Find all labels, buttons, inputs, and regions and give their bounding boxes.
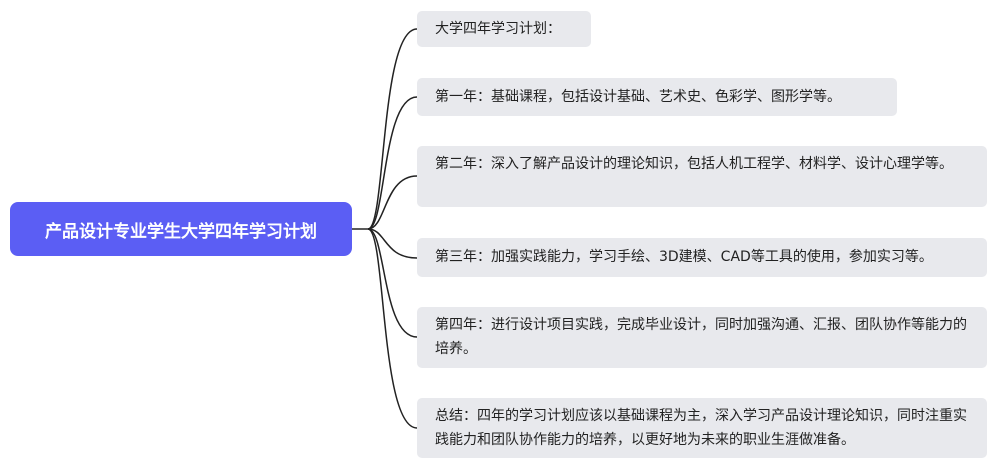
topic-year-3[interactable]: 第三年：加强实践能力，学习手绘、3D建模、CAD等工具的使用，参加实习等。 (417, 238, 987, 277)
topic-plan-intro[interactable]: 大学四年学习计划： (417, 11, 591, 47)
topic-label: 第三年：加强实践能力，学习手绘、3D建模、CAD等工具的使用，参加实习等。 (435, 249, 933, 265)
topic-label: 总结：四年的学习计划应该以基础课程为主，深入学习产品设计理论知识，同时注重实践能… (435, 408, 967, 448)
connector-3 (367, 175, 418, 230)
topic-year-4[interactable]: 第四年：进行设计项目实践，完成毕业设计，同时加强沟通、汇报、团队协作等能力的培养… (417, 307, 987, 368)
root-topic[interactable]: 产品设计专业学生大学四年学习计划 (10, 202, 352, 256)
connector-4 (367, 228, 418, 259)
connector-2 (367, 96, 418, 230)
topic-label: 第二年：深入了解产品设计的理论知识，包括人机工程学、材料学、设计心理学等。 (435, 156, 953, 172)
topic-label: 第一年：基础课程，包括设计基础、艺术史、色彩学、图形学等。 (435, 89, 841, 105)
topic-label: 大学四年学习计划： (435, 21, 561, 37)
topic-summary[interactable]: 总结：四年的学习计划应该以基础课程为主，深入学习产品设计理论知识，同时注重实践能… (417, 398, 987, 458)
root-topic-label: 产品设计专业学生大学四年学习计划 (45, 221, 317, 242)
topic-year-1[interactable]: 第一年：基础课程，包括设计基础、艺术史、色彩学、图形学等。 (417, 78, 897, 116)
connector-6 (367, 228, 418, 429)
connector-1 (367, 28, 418, 230)
connector-5 (367, 228, 418, 338)
topic-label: 第四年：进行设计项目实践，完成毕业设计，同时加强沟通、汇报、团队协作等能力的培养… (435, 317, 967, 357)
topic-year-2[interactable]: 第二年：深入了解产品设计的理论知识，包括人机工程学、材料学、设计心理学等。 (417, 146, 987, 207)
